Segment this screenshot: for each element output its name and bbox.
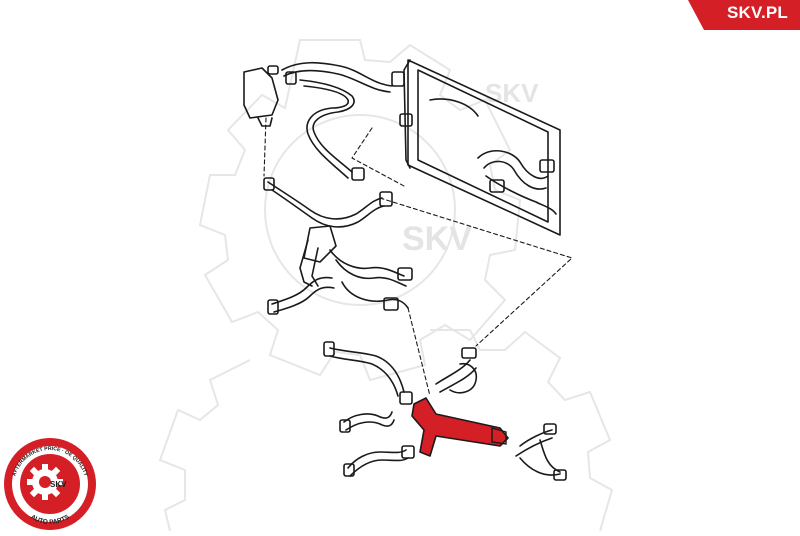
brand-name: SKV.PL (726, 3, 788, 22)
watermark-skv-center: SKV (402, 220, 472, 258)
brand-tab[interactable]: SKV.PL (688, 0, 800, 30)
diagram-parts (243, 59, 573, 481)
middle-assembly (263, 177, 413, 315)
watermark-gear (158, 39, 614, 531)
coolant-pipe-highlight (411, 397, 509, 457)
lower-hoses (323, 341, 567, 481)
radiator (399, 59, 561, 236)
upper-hoses (281, 61, 405, 181)
watermark-skv-top: SKV (485, 78, 539, 108)
skv-logo: SKV AFTERMARKET PRICE · OE QUALITY AUTO … (0, 432, 100, 531)
reference-lines (263, 117, 573, 397)
watermark-text: SKV SKV (402, 78, 539, 258)
brand-tab-shape (688, 0, 800, 30)
logo-center-text: SKV (50, 480, 67, 489)
